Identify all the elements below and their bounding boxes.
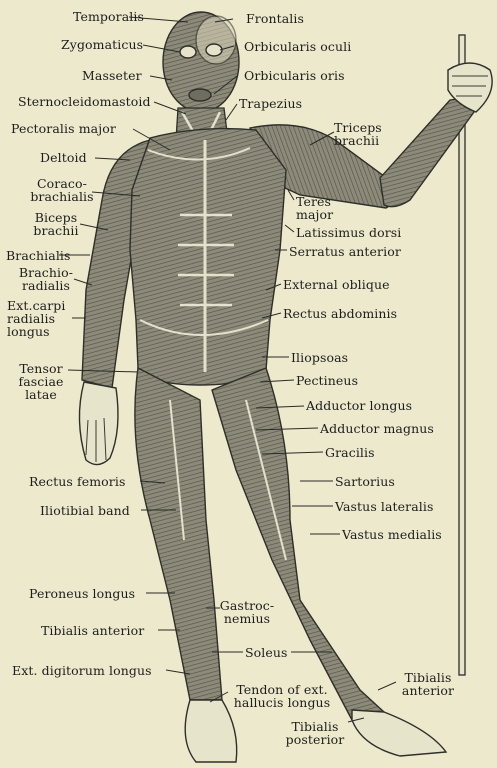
head	[163, 12, 239, 115]
label-external-oblique: External oblique	[283, 278, 390, 291]
label-orbicularis-oris: Orbicularis oris	[244, 69, 345, 82]
label-pectineus: Pectineus	[296, 374, 358, 387]
label-brachialis: Brachialis	[6, 249, 71, 262]
label-ext-digitorum-longus: Ext. digitorum longus	[12, 664, 152, 677]
label-rectus-abdominis: Rectus abdominis	[283, 307, 397, 320]
label-ext-carpi-radialis-longus: Ext.carpi radialis longus	[7, 299, 66, 338]
left-leg	[135, 368, 237, 762]
label-vastus-lateralis: Vastus lateralis	[335, 500, 434, 513]
label-orbicularis-oculi: Orbicularis oculi	[244, 40, 351, 53]
label-tendon-ext-hallucis-longus: Tendon of ext. hallucis longus	[229, 683, 335, 709]
label-coracobrachialis: Coraco- brachialis	[27, 177, 97, 203]
label-peroneus-longus: Peroneus longus	[29, 587, 135, 600]
label-soleus: Soleus	[245, 646, 288, 659]
label-triceps-brachii: Triceps brachii	[334, 121, 382, 147]
label-sternocleidomastoid: Sternocleidomastoid	[18, 95, 151, 108]
label-frontalis: Frontalis	[246, 12, 304, 25]
label-brachioradialis: Brachio- radialis	[16, 266, 76, 292]
label-tibialis-anterior-right: Tibialis anterior	[396, 671, 460, 697]
label-latissimus-dorsi: Latissimus dorsi	[296, 226, 401, 239]
label-adductor-longus: Adductor longus	[306, 399, 412, 412]
label-tensor-fasciae-latae: Tensor fasciae latae	[12, 362, 70, 401]
label-tibialis-anterior-left: Tibialis anterior	[41, 624, 144, 637]
torso	[130, 129, 286, 385]
label-adductor-magnus: Adductor magnus	[320, 422, 434, 435]
label-zygomaticus: Zygomaticus	[61, 38, 143, 51]
label-serratus-anterior: Serratus anterior	[289, 245, 401, 258]
label-sartorius: Sartorius	[335, 475, 395, 488]
label-pectoralis-major: Pectoralis major	[11, 122, 116, 135]
label-teres-major: Teres major	[296, 195, 333, 221]
label-iliopsoas: Iliopsoas	[291, 351, 348, 364]
label-iliotibial-band: Iliotibial band	[40, 504, 130, 517]
label-tibialis-posterior: Tibialis posterior	[283, 720, 347, 746]
label-rectus-femoris: Rectus femoris	[29, 475, 125, 488]
label-biceps-brachii: Biceps brachii	[30, 211, 82, 237]
label-gastrocnemius: Gastroc- nemius	[217, 599, 277, 625]
label-trapezius: Trapezius	[239, 97, 302, 110]
label-gracilis: Gracilis	[325, 446, 375, 459]
label-deltoid: Deltoid	[40, 151, 87, 164]
label-vastus-medialis: Vastus medialis	[342, 528, 442, 541]
label-masseter: Masseter	[82, 69, 142, 82]
label-temporalis: Temporalis	[73, 10, 144, 23]
